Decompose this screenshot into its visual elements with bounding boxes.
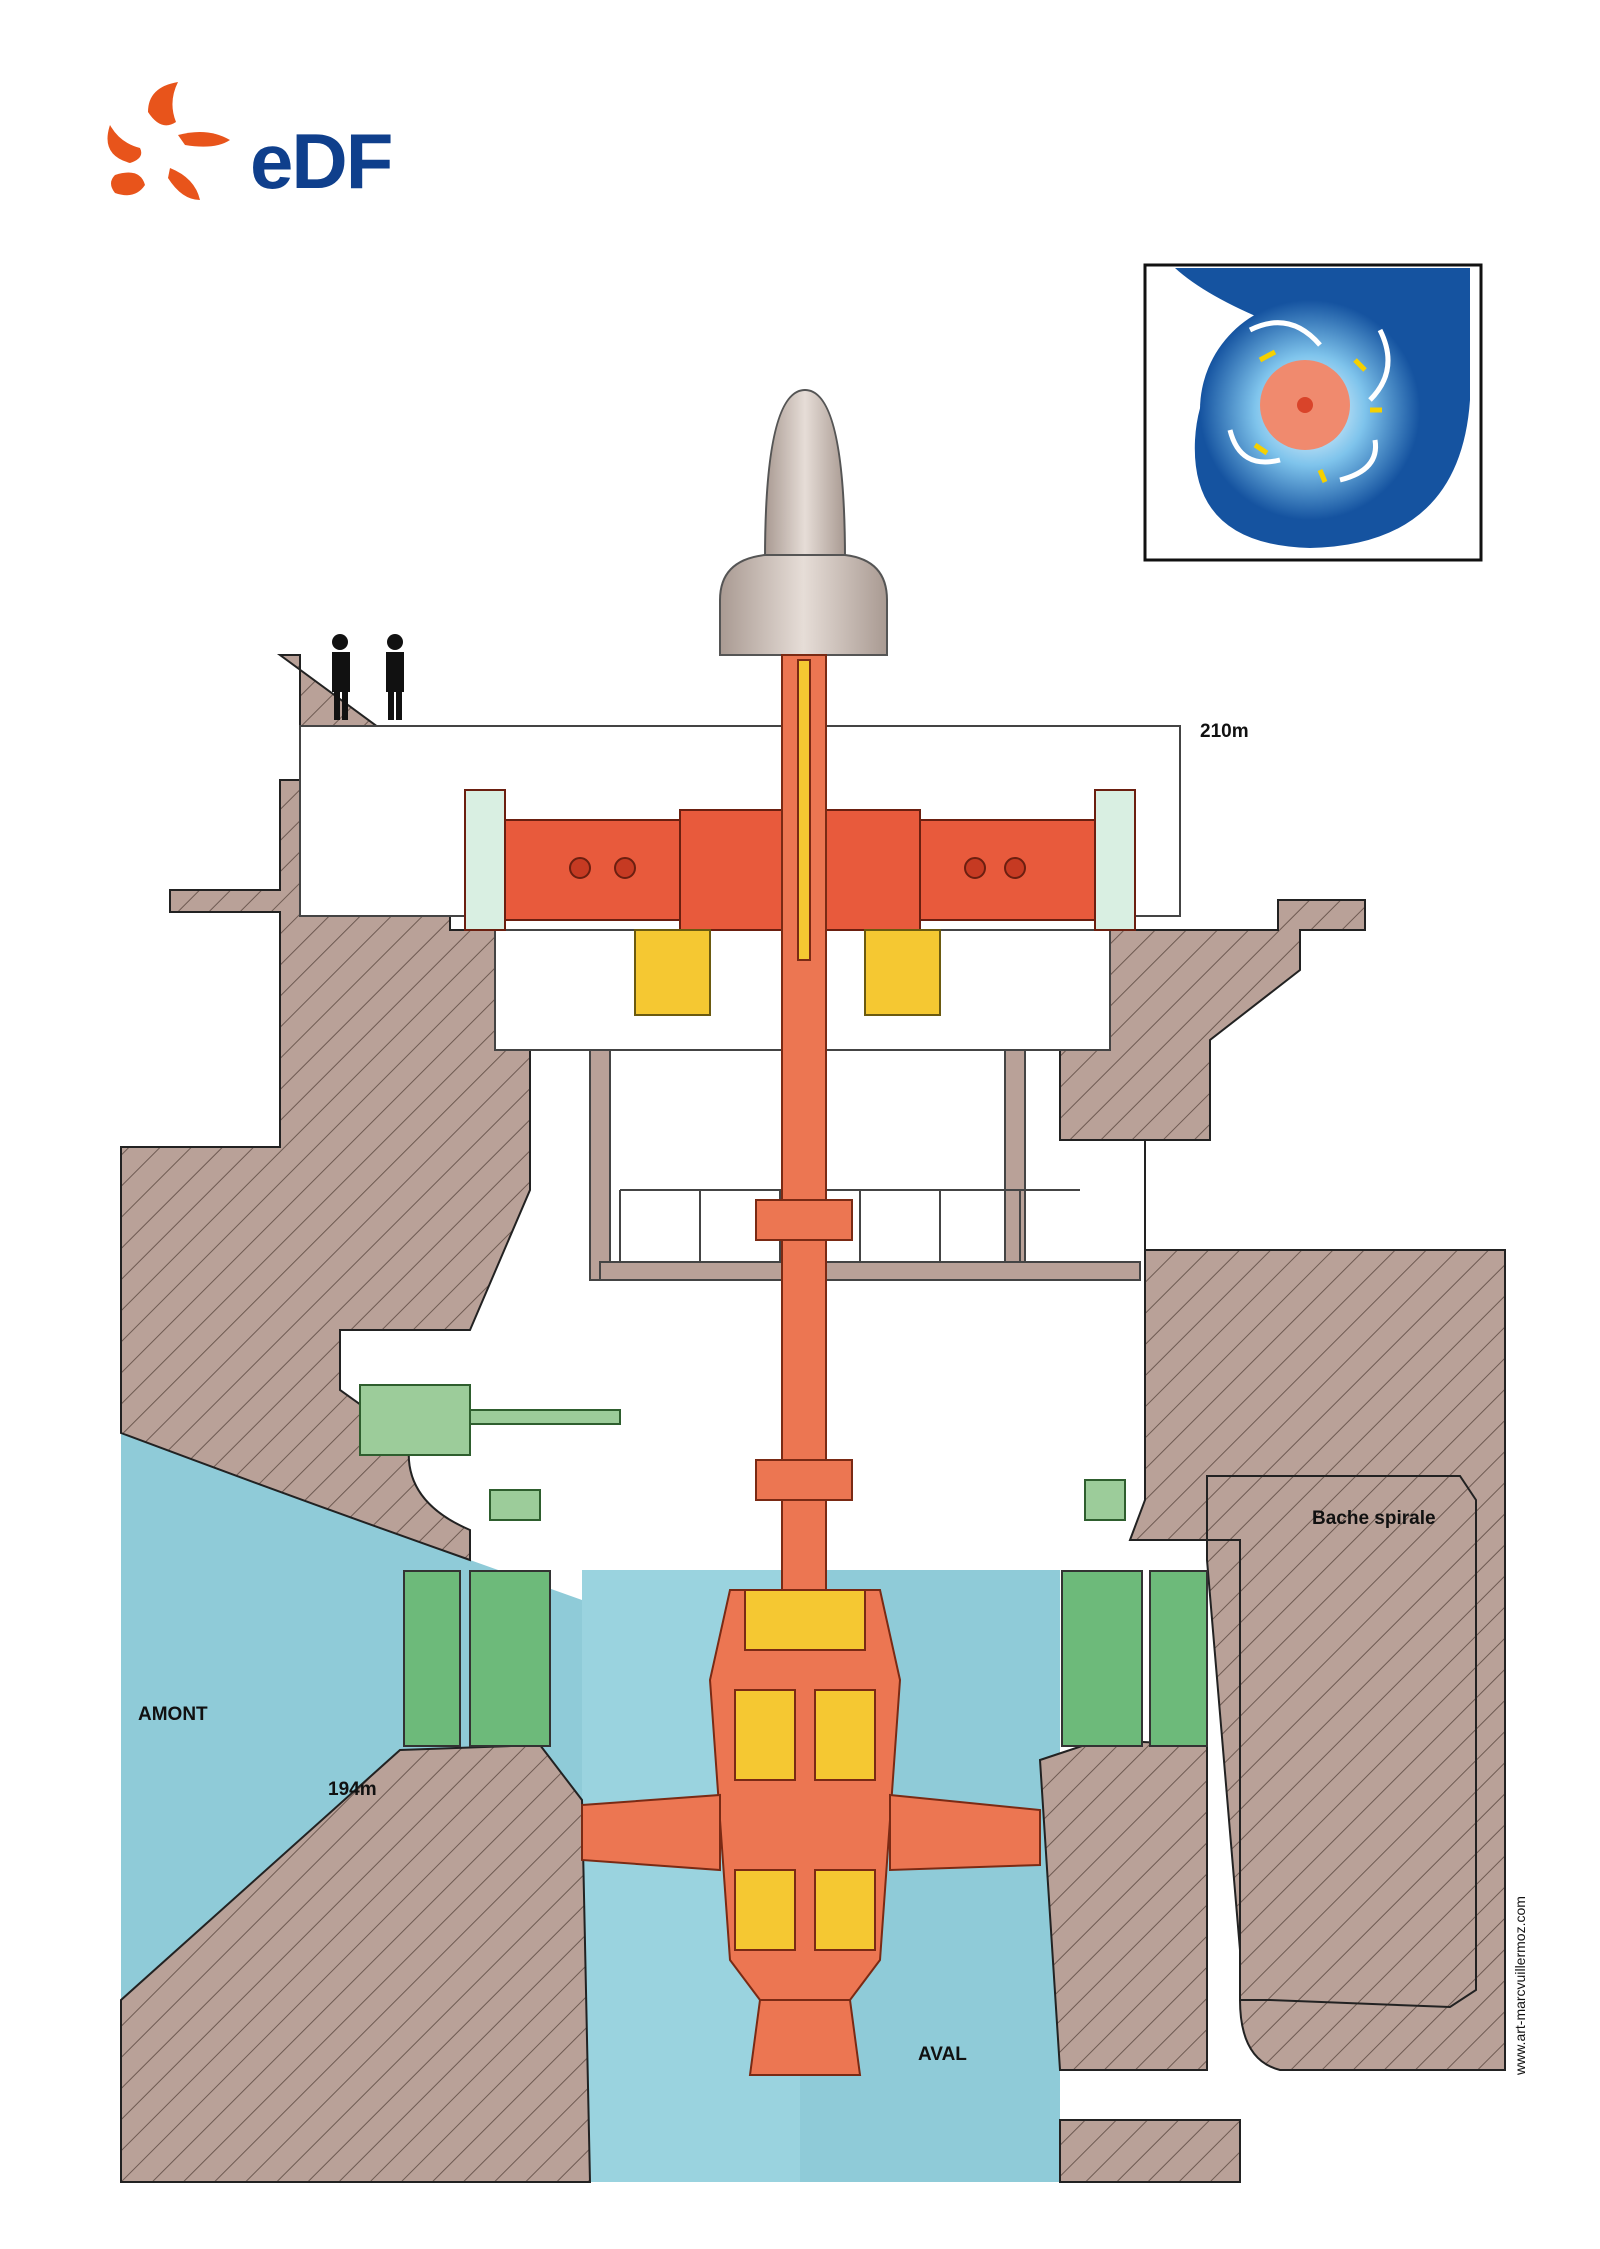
concrete-structure (120, 654, 1506, 2183)
edf-logo-text: eDF (250, 117, 391, 205)
upstream-label: AMONT (138, 1704, 208, 1725)
thrust-bearings (634, 929, 941, 1016)
stay-vanes (403, 1570, 1208, 1747)
edf-flower-icon (107, 82, 230, 200)
runner-blade-left (581, 1793, 721, 1872)
stator-left (464, 789, 506, 931)
runner-blade-right (889, 1793, 1041, 1872)
exciter-dome (719, 388, 888, 656)
spiral-case-label: Bache spirale (1312, 1508, 1436, 1529)
spiral-case-inset (1143, 263, 1483, 562)
turbine-runner (581, 1589, 1041, 2076)
people-silhouettes-icon (332, 634, 404, 720)
elevation-194m-label: 194m (328, 1779, 377, 1800)
stator-right (1094, 789, 1136, 931)
main-shaft (755, 654, 853, 1591)
artist-credit: www.art-marcvuillermoz.com (1512, 1896, 1528, 2076)
elevation-210m-label: 210m (1200, 721, 1249, 742)
servomotor-equipment (359, 1384, 1126, 1521)
edf-logo: eDF (107, 82, 393, 205)
downstream-label: AVAL (918, 2044, 967, 2065)
